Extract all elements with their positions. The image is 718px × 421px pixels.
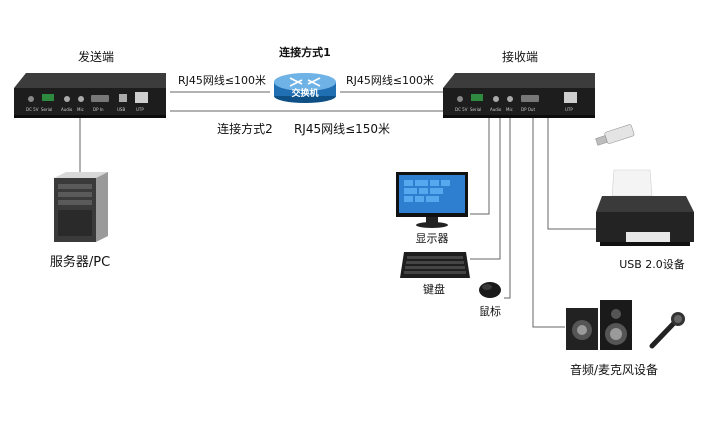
sender-port-usb: USB <box>117 107 125 112</box>
sender-port-mic: Mic <box>77 107 84 112</box>
cable-monitor <box>470 111 490 215</box>
receiver-port-mic: Mic <box>506 107 513 112</box>
monitor-label: 显示器 <box>416 232 449 245</box>
usb-device-label: USB 2.0设备 <box>619 257 685 271</box>
switch-arrows-icon <box>289 77 321 87</box>
server-pc-icon <box>54 172 108 242</box>
sender-unit: DC 5V Serial Audio Mic DP In USB UTP <box>14 73 166 118</box>
direct-cable-label: RJ45网线≤150米 <box>294 122 390 136</box>
receiver-ports <box>457 92 577 103</box>
cable-audio <box>532 111 565 328</box>
receiver-title: 接收端 <box>502 49 538 64</box>
receiver-unit: DC 5V Serial Audio Mic DP Out UTP <box>443 73 595 118</box>
connection-lines <box>79 91 599 328</box>
switch-caption: 连接方式1 <box>279 45 331 59</box>
sender-port-audio: Audio <box>61 107 73 112</box>
receiver-port-dc: DC 5V <box>455 107 468 112</box>
mouse-label: 鼠标 <box>479 304 501 318</box>
keyboard-icon <box>400 252 470 278</box>
mouse-icon <box>479 282 501 298</box>
left-cable-label: RJ45网线≤100米 <box>178 73 266 87</box>
sender-port-dpin: DP In <box>93 107 104 112</box>
receiver-port-serial: Serial <box>470 107 481 112</box>
printer-icon <box>596 169 694 246</box>
speakers-icon <box>566 300 632 350</box>
usb-stick-icon <box>595 124 635 146</box>
receiver-port-audio: Audio <box>490 107 502 112</box>
server-label: 服务器/PC <box>50 254 110 270</box>
receiver-port-labels: DC 5V Serial Audio Mic DP Out UTP <box>455 107 573 112</box>
sender-port-utp: UTP <box>136 107 144 112</box>
keyboard-label: 键盘 <box>423 282 445 296</box>
cable-mouse <box>504 111 511 299</box>
receiver-port-dpout: DP Out <box>521 107 535 112</box>
sender-port-dc: DC 5V <box>26 107 39 112</box>
switch-label: 交换机 <box>291 87 318 99</box>
network-switch: 交换机 <box>274 73 336 103</box>
microphone-icon <box>649 312 685 349</box>
monitor-icon <box>396 172 468 228</box>
sender-port-serial: Serial <box>41 107 52 112</box>
sender-port-labels: DC 5V Serial Audio Mic DP In USB UTP <box>26 107 144 112</box>
direct-caption: 连接方式2 <box>217 121 273 136</box>
cable-keyboard <box>470 111 501 260</box>
audio-device-label: 音频/麦克风设备 <box>570 362 658 377</box>
cable-usb <box>547 111 599 230</box>
right-cable-label: RJ45网线≤100米 <box>346 73 434 87</box>
sender-ports <box>28 92 148 103</box>
receiver-port-utp: UTP <box>565 107 573 112</box>
sender-title: 发送端 <box>78 49 114 64</box>
